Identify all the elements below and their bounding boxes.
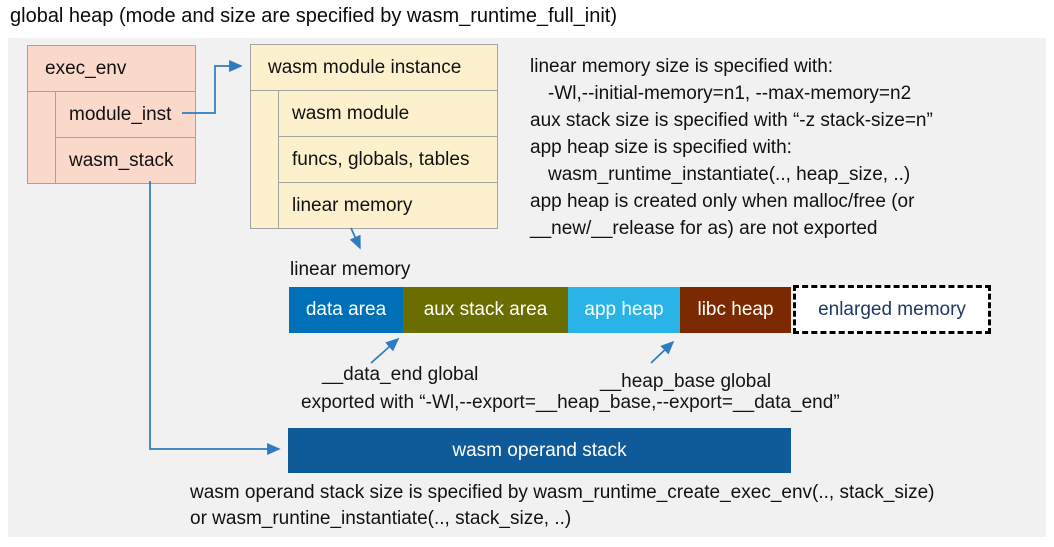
exec-env-title: exec_env — [28, 46, 195, 92]
module-instance-row-funcs-globals-tables: funcs, globals, tables — [279, 137, 497, 183]
segment-libc-heap: libc heap — [680, 287, 791, 333]
note-line: -Wl,--initial-memory=n1, --max-memory=n2 — [548, 83, 912, 104]
exported-with-label: exported with “-Wl,--export=__heap_base,… — [301, 392, 840, 413]
linear-memory-label: linear memory — [290, 259, 411, 280]
exec-env-box: exec_env module_inst wasm_stack — [27, 45, 196, 184]
module-instance-rows: wasm module funcs, globals, tables linea… — [278, 91, 497, 228]
wasm-operand-stack-bar: wasm operand stack — [288, 428, 791, 473]
module-instance-row-wasm-module: wasm module — [279, 91, 497, 137]
exec-env-row-wasm-stack: wasm_stack — [69, 149, 174, 171]
notes-right: linear memory size is specified with: -W… — [530, 53, 933, 242]
exec-env-row-module-inst: module_inst — [56, 92, 195, 138]
note-line: app heap size is specified with: — [530, 137, 792, 158]
note-line: wasm_runtime_instantiate(.., heap_size, … — [548, 164, 911, 185]
data-end-global-label: __data_end global — [322, 364, 479, 385]
heap-base-global-label: __heap_base global — [600, 371, 772, 392]
segment-app-heap: app heap — [568, 287, 680, 333]
note-line: linear memory size is specified with: — [530, 56, 834, 77]
note-line: app heap is created only when malloc/fre… — [530, 191, 915, 212]
note-line: aux stack size is specified with “-z sta… — [530, 110, 933, 131]
exec-env-rows: module_inst wasm_stack — [55, 92, 195, 183]
operand-stack-note-line1: wasm operand stack size is specified by … — [190, 482, 935, 503]
segment-aux-stack-area: aux stack area — [403, 287, 568, 333]
module-instance-title: wasm module instance — [251, 45, 497, 91]
operand-stack-note-line2: or wasm_runtine_instantiate(.., stack_si… — [190, 508, 572, 529]
note-line: __new/__release for as) are not exported — [530, 218, 878, 239]
segment-enlarged-memory: enlarged memory — [793, 285, 991, 334]
module-instance-row-linear-memory: linear memory — [292, 194, 413, 216]
diagram-title: global heap (mode and size are specified… — [10, 5, 617, 27]
segment-data-area: data area — [289, 287, 403, 333]
wasm-module-instance-box: wasm module instance wasm module funcs, … — [250, 44, 498, 229]
